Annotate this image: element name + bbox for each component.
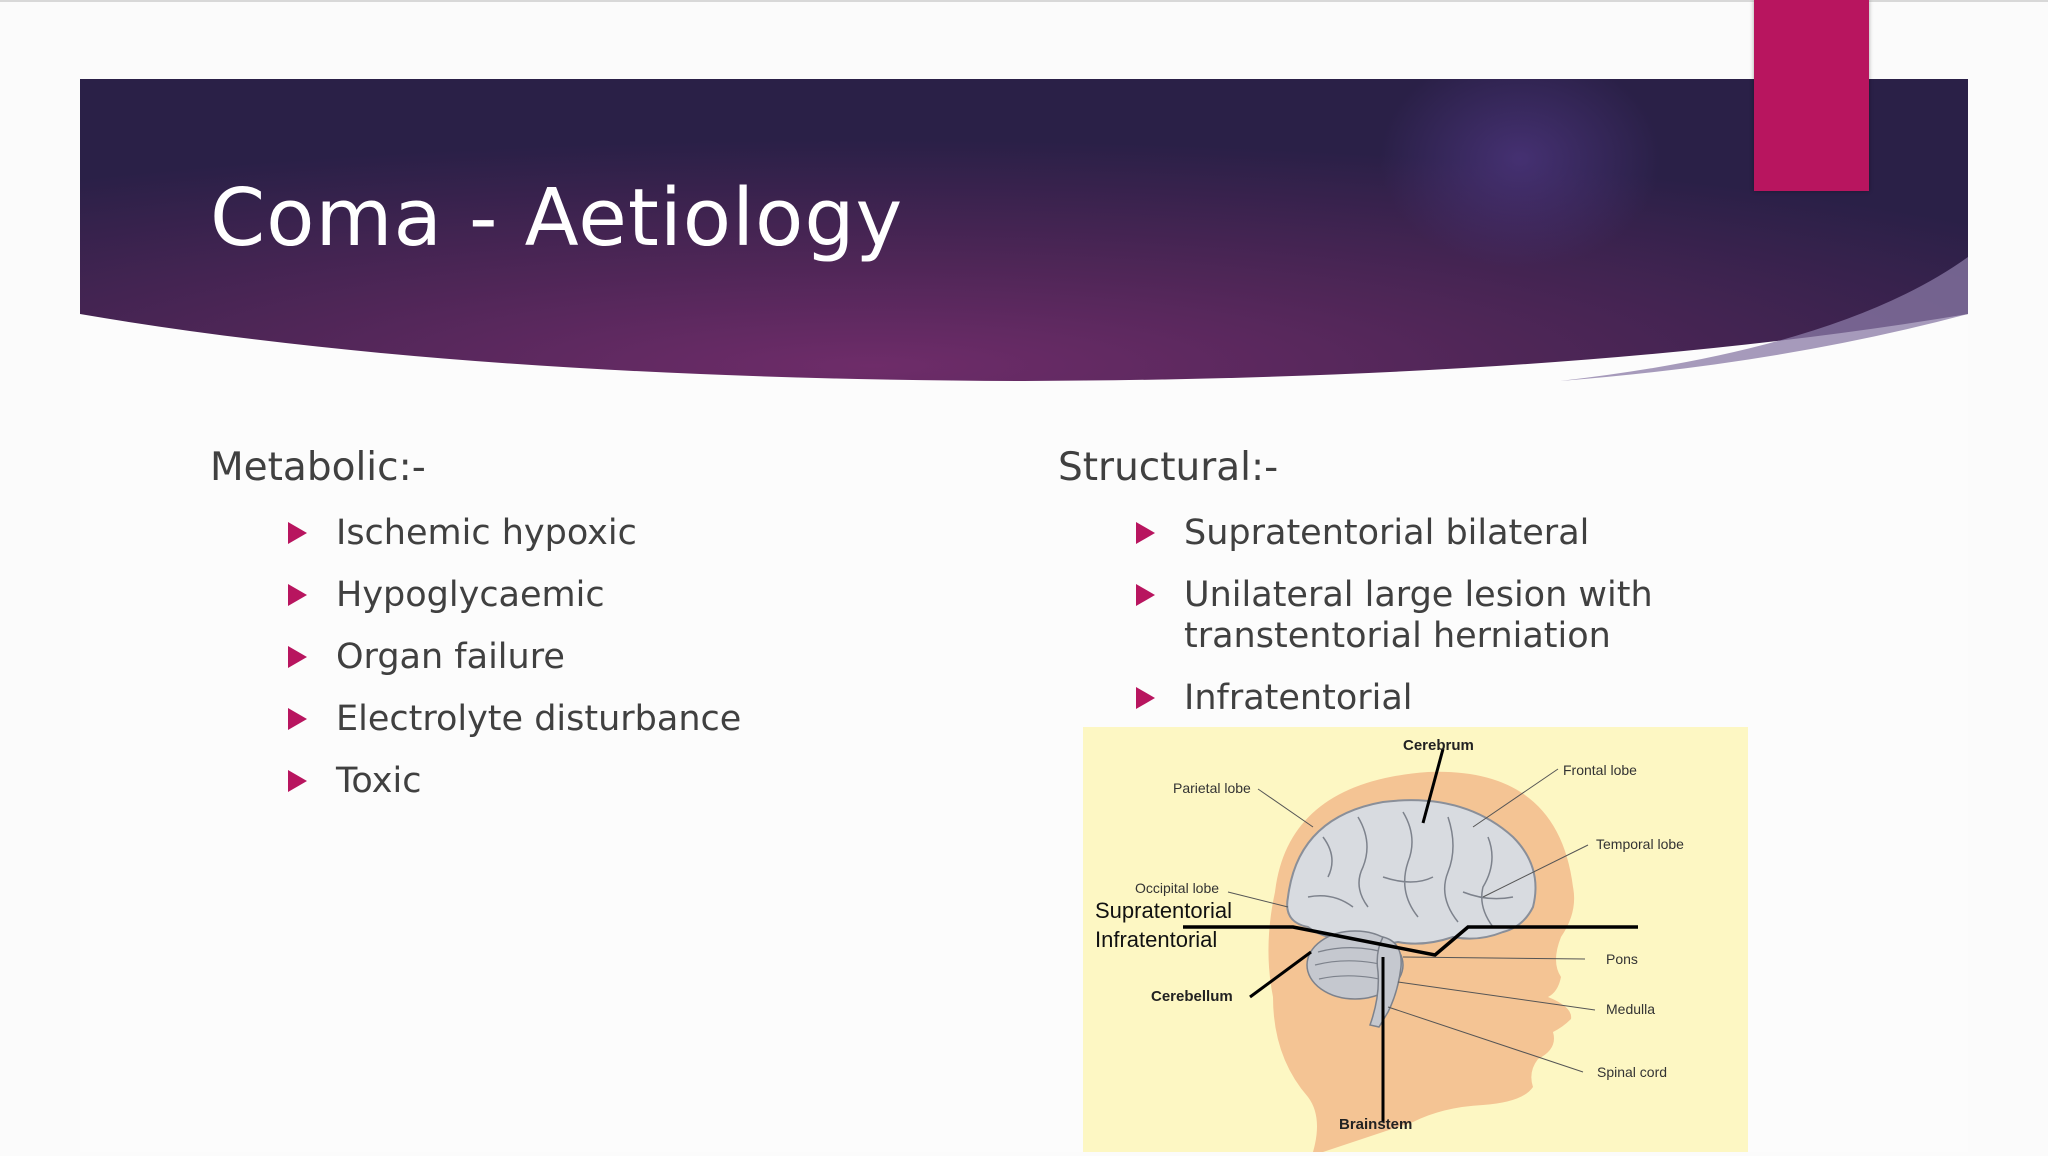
- bullet-arrow-icon: [288, 708, 307, 730]
- tentorium-line: [1183, 925, 1638, 957]
- list-item-text: Ischemic hypoxic: [336, 513, 637, 553]
- bullet-arrow-icon: [1136, 522, 1155, 544]
- list-item-text: Electrolyte disturbance: [336, 699, 742, 739]
- structural-list: Supratentorial bilateral Unilateral larg…: [1136, 513, 1896, 740]
- list-item: Infratentorial: [1136, 678, 1896, 719]
- label-frontal-lobe: Frontal lobe: [1563, 762, 1637, 778]
- list-item-text: Supratentorial bilateral: [1184, 513, 1590, 553]
- brainstem-shape: [1369, 936, 1402, 1028]
- metabolic-heading: Metabolic:-: [210, 445, 426, 490]
- label-parietal-lobe: Parietal lobe: [1173, 780, 1251, 796]
- bullet-arrow-icon: [1136, 687, 1155, 709]
- list-item-text: Infratentorial: [1184, 678, 1413, 718]
- label-brainstem: Brainstem: [1339, 1116, 1412, 1133]
- bullet-arrow-icon: [288, 522, 307, 544]
- label-supratentorial: Supratentorial: [1095, 898, 1232, 923]
- label-cerebrum: Cerebrum: [1403, 737, 1474, 754]
- list-item: Organ failure: [288, 637, 848, 678]
- list-item: Ischemic hypoxic: [288, 513, 848, 554]
- bullet-arrow-icon: [288, 646, 307, 668]
- list-item: Toxic: [288, 761, 848, 802]
- label-occipital-lobe: Occipital lobe: [1135, 880, 1219, 896]
- list-item-text: Hypoglycaemic: [336, 575, 605, 615]
- accent-tab: [1754, 0, 1869, 191]
- label-leaders: [1227, 748, 1596, 1122]
- label-infratentorial: Infratentorial: [1095, 927, 1217, 952]
- list-item: Supratentorial bilateral: [1136, 513, 1896, 554]
- list-item: Unilateral large lesion with transtentor…: [1136, 575, 1896, 657]
- structural-heading: Structural:-: [1058, 445, 1279, 490]
- bullet-arrow-icon: [288, 770, 307, 792]
- label-medulla: Medulla: [1606, 1001, 1655, 1017]
- top-rule: [0, 0, 2048, 2]
- label-pons: Pons: [1606, 951, 1638, 967]
- list-item-text: Toxic: [336, 761, 422, 801]
- bullet-arrow-icon: [288, 584, 307, 606]
- list-item: Hypoglycaemic: [288, 575, 848, 616]
- metabolic-list: Ischemic hypoxic Hypoglycaemic Organ fai…: [288, 513, 848, 823]
- list-item: Electrolyte disturbance: [288, 699, 848, 740]
- title-banner: [80, 79, 1968, 381]
- list-item-text: Organ failure: [336, 637, 565, 677]
- brain-diagram-svg: Cerebrum Frontal lobe Parietal lobe Temp…: [1095, 737, 1684, 1152]
- slide-title: Coma - Aetiology: [210, 172, 904, 264]
- label-spinal-cord: Spinal cord: [1597, 1064, 1667, 1080]
- bullet-arrow-icon: [1136, 584, 1155, 606]
- label-cerebellum: Cerebellum: [1151, 988, 1233, 1005]
- list-item-text: Unilateral large lesion with transtentor…: [1184, 575, 1653, 656]
- brain-anatomy-diagram: Cerebrum Frontal lobe Parietal lobe Temp…: [1083, 727, 1748, 1152]
- label-temporal-lobe: Temporal lobe: [1596, 836, 1684, 852]
